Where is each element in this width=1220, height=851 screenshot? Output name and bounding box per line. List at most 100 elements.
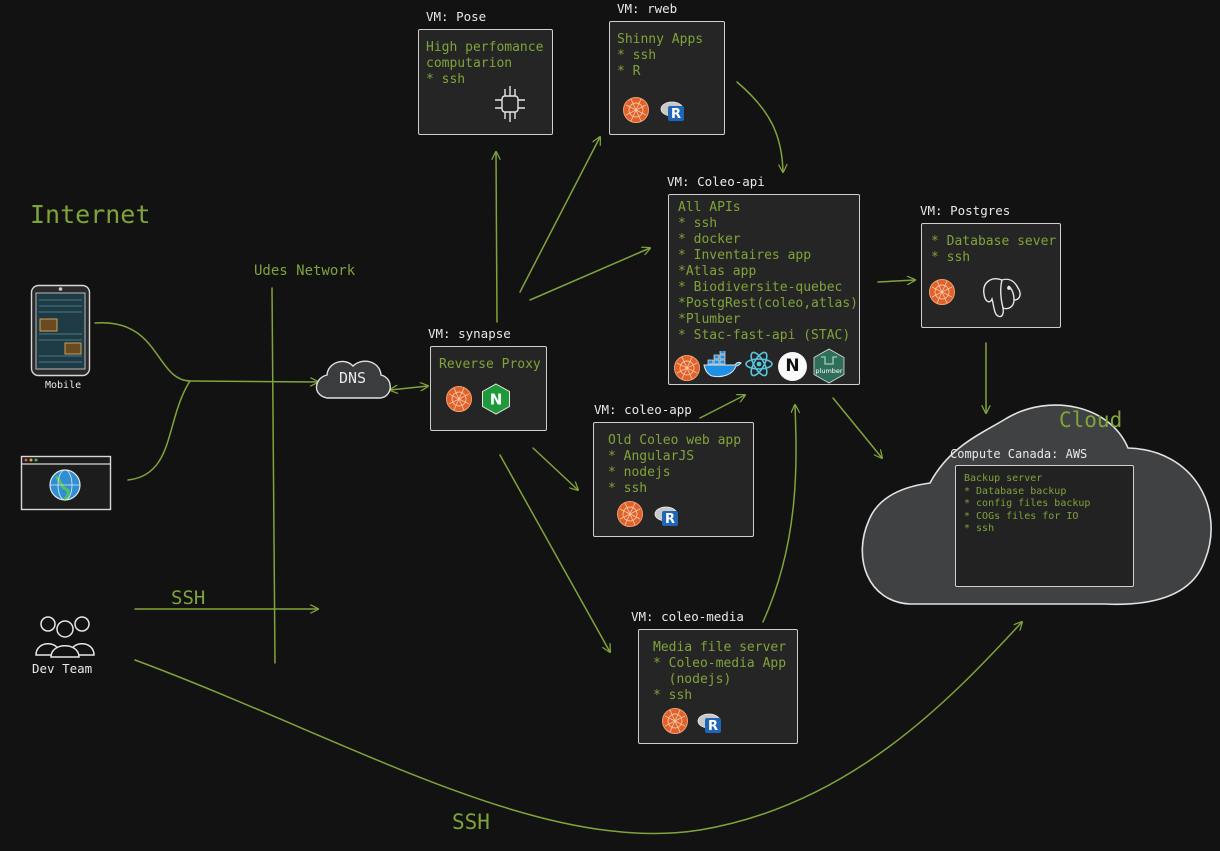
vm-text-line: computarion — [426, 56, 513, 71]
vm-text-line: * Inventaires app — [678, 248, 812, 263]
vm-text-line: * ssh — [678, 216, 718, 231]
react-logo-icon — [744, 349, 774, 383]
vm-text-line: * nodejs — [608, 465, 671, 480]
internet-label: Internet — [30, 200, 151, 229]
vm-text-line: (nodejs) — [653, 672, 732, 687]
vm-text-line: * ssh — [608, 481, 648, 496]
vm-rweb-title: VM: rweb — [617, 1, 678, 16]
vm-text-line: * ssh — [426, 72, 466, 87]
vm-media-lines: Media file server* Coleo-media App (node… — [653, 640, 786, 704]
vm-rweb-lines: Shinny Apps* ssh* R — [617, 32, 703, 80]
vm-pose-title: VM: Pose — [426, 9, 487, 24]
media-to-api-arrow — [762, 405, 796, 623]
mobile-to-dns-line — [94, 322, 191, 382]
vm-postgres-title: VM: Postgres — [920, 203, 1011, 218]
dev-team-users-icon — [33, 612, 97, 662]
aws-box: Backup server* Database backup* config f… — [955, 465, 1134, 587]
mobile-phone-icon — [30, 284, 91, 384]
synapse-to-media-arrow — [499, 454, 610, 652]
r-language-logo-icon: R — [660, 100, 686, 126]
vm-text-line: * config files backup — [964, 498, 1091, 509]
r-letter: R — [665, 512, 675, 527]
app-to-api-arrow — [699, 395, 745, 419]
cpu-chip-icon — [493, 84, 527, 128]
aws-title: Compute Canada: AWS — [950, 447, 1088, 461]
nextjs-letter: N — [785, 356, 800, 376]
vm-text-line: Media file server — [653, 640, 787, 655]
vm-text-line: * ssh — [964, 523, 995, 534]
rweb-to-api-arrow — [736, 81, 783, 172]
vm-synapse-lines: Reverse Proxy — [439, 357, 541, 373]
synapse-to-pose-arrow — [496, 152, 497, 323]
globe-browser-icon — [20, 455, 112, 516]
vm-text-line: All APIs — [678, 200, 741, 215]
ssh-label-bottom: SSH — [452, 810, 490, 834]
api-to-cloud-arrow — [832, 397, 882, 458]
dns-synapse-arrow — [390, 386, 428, 390]
docker-logo-icon — [702, 349, 742, 383]
vm-text-line: * Stac-fast-api (STAC) — [678, 328, 851, 343]
vm-text-line: High perfomance — [426, 40, 544, 55]
vm-text-line: * Database sever — [931, 234, 1057, 249]
vm-text-line: * COGs files for IO — [964, 510, 1079, 522]
vm-text-line: *Atlas app — [678, 264, 757, 279]
ubuntu-logo-icon — [673, 354, 701, 386]
vm-text-line: * Biodiversite-quebec — [678, 280, 843, 295]
vm-text-line: * AngularJS — [608, 449, 695, 464]
vm-api-title: VM: Coleo-api — [667, 174, 765, 189]
vm-app-box: Old Coleo web app* AngularJS* nodejs* ss… — [593, 422, 754, 537]
vm-text-line: *PostgRest(coleo,atlas) — [678, 296, 859, 311]
synapse-to-app-arrow — [532, 447, 578, 490]
vm-text-line: Old Coleo web app — [608, 433, 742, 448]
cloud-label: Cloud — [1059, 408, 1123, 432]
vm-text-line: Backup server — [964, 473, 1043, 484]
vm-text-line: * Database backup — [964, 485, 1067, 497]
vm-text-line: * R — [617, 64, 641, 79]
vm-app-title: VM: coleo-app — [594, 402, 692, 417]
vm-text-line: * ssh — [653, 688, 693, 703]
dns-label: DNS — [339, 369, 367, 387]
udes-network-line — [271, 287, 276, 664]
vm-app-lines: Old Coleo web app* AngularJS* nodejs* ss… — [608, 433, 741, 497]
ubuntu-logo-icon — [661, 707, 689, 739]
vm-api-box: All APIs* ssh* docker* Inventaires app*A… — [668, 194, 860, 385]
vm-media-box: Media file server* Coleo-media App (node… — [638, 629, 798, 744]
r-language-logo-icon: R — [654, 505, 680, 531]
vm-text-line: * ssh — [931, 250, 971, 265]
vm-api-lines: All APIs* ssh* docker* Inventaires app*A… — [678, 200, 858, 344]
ubuntu-logo-icon — [445, 385, 473, 417]
vm-postgres-box: * Database sever* ssh — [921, 223, 1061, 328]
mobile-label: Mobile — [45, 380, 82, 391]
postgresql-elephant-icon — [978, 274, 1026, 324]
aws-lines: Backup server* Database backup* config f… — [964, 473, 1090, 536]
api-to-postgres-arrow — [877, 280, 915, 282]
plumber-text: plumber — [815, 367, 843, 375]
r-letter: R — [671, 107, 681, 122]
dev-to-cloud-ssh-arrow — [134, 622, 1022, 835]
synapse-to-api-arrow — [529, 248, 650, 301]
vm-text-line: * Coleo-media App — [653, 656, 787, 671]
r-language-logo-icon: R — [697, 712, 723, 738]
ubuntu-logo-icon — [616, 500, 644, 532]
udes-network-label: Udes Network — [254, 263, 356, 279]
nginx-letter: N — [490, 391, 503, 409]
vm-synapse-title: VM: synapse — [428, 326, 511, 341]
plumber-logo-icon: plumber — [813, 348, 845, 388]
ubuntu-logo-icon — [622, 96, 650, 128]
vm-text-line: * ssh — [617, 48, 657, 63]
ubuntu-logo-icon — [928, 278, 956, 310]
vm-synapse-box: Reverse Proxy N — [430, 346, 547, 431]
nextjs-logo-icon: N — [778, 352, 807, 381]
vm-text-line: Shinny Apps — [617, 32, 704, 47]
r-letter: R — [708, 719, 718, 734]
synapse-to-rweb-arrow — [519, 137, 600, 293]
internet-to-dns-arrow — [187, 381, 318, 382]
vm-rweb-box: Shinny Apps* ssh* R R — [609, 21, 725, 135]
vm-text-line: * docker — [678, 232, 741, 247]
vm-postgres-lines: * Database sever* ssh — [931, 234, 1056, 266]
vm-text-line: Reverse Proxy — [439, 357, 541, 372]
dev-team-label: Dev Team — [32, 661, 93, 676]
nginx-logo-icon: N — [481, 383, 511, 419]
